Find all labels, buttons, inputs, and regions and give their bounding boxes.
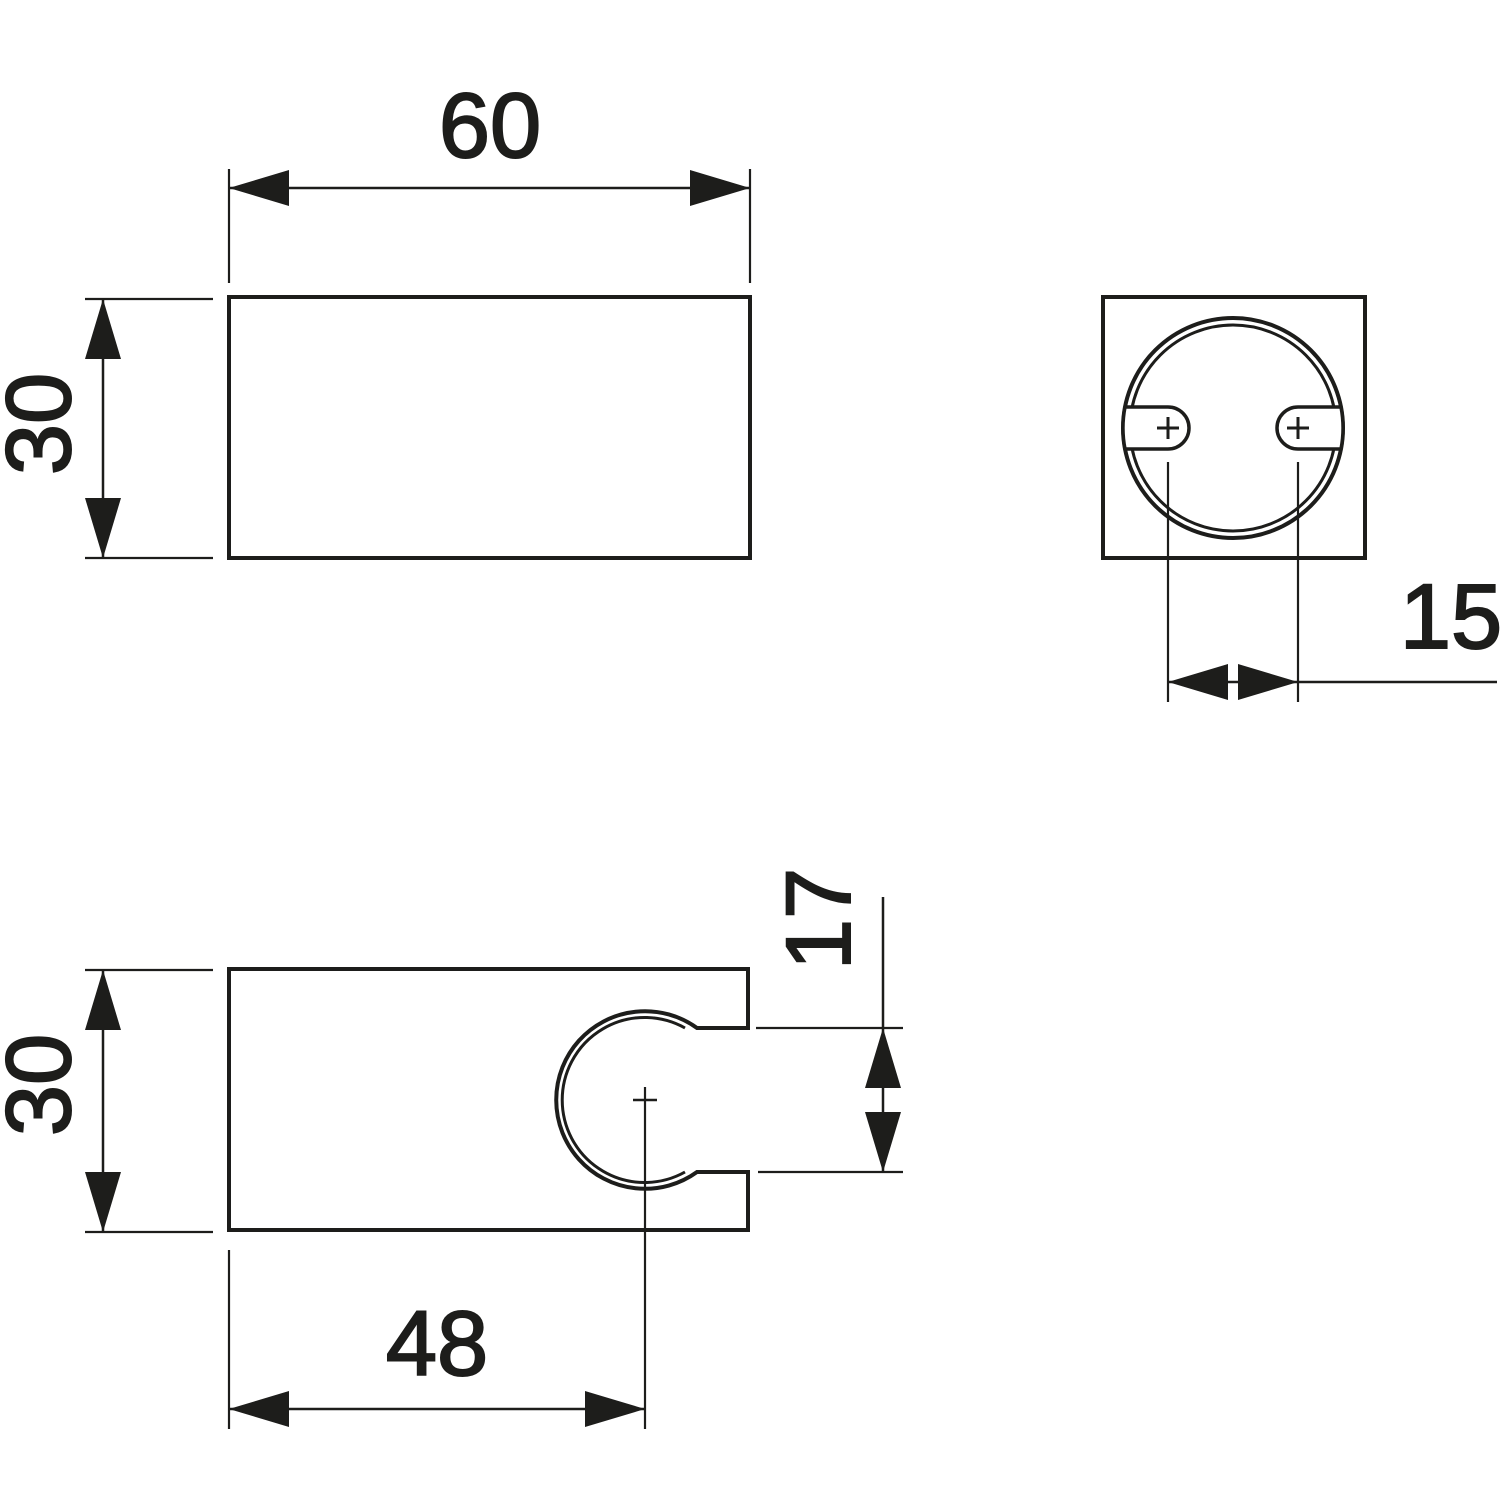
arrowhead-down-icon	[85, 498, 121, 558]
front-view	[227, 295, 752, 560]
dimension-hole-spacing-15: 15	[1166, 462, 1500, 702]
dimension-label-hole-spacing: 15	[1400, 566, 1500, 668]
center-mark-cup	[633, 1087, 657, 1429]
arrowhead-up-icon	[85, 299, 121, 359]
dimension-side-height-30: 30	[0, 968, 213, 1234]
arrowhead-left-icon	[229, 170, 289, 206]
dimension-label-side-height: 30	[0, 1034, 90, 1136]
center-mark-left-hole	[1157, 417, 1179, 439]
arrowhead-left-icon	[229, 1391, 289, 1427]
arrowhead-up-icon	[865, 1028, 901, 1088]
dimension-label-front-height: 30	[0, 373, 90, 475]
screw-slot-right	[1275, 405, 1345, 451]
dimension-cup-center-48: 48	[227, 1250, 645, 1429]
side-view	[227, 967, 750, 1429]
dimension-label-cup-center: 48	[386, 1293, 488, 1395]
arrowhead-down-icon	[865, 1112, 901, 1172]
arrowhead-right-icon	[1238, 664, 1298, 700]
side-view-body-outline	[227, 967, 750, 1232]
arrowhead-right-icon	[690, 170, 750, 206]
arrowhead-right-icon	[585, 1391, 645, 1427]
front-view-body-outline	[227, 295, 752, 560]
arrowhead-down-icon	[85, 1172, 121, 1232]
dimension-label-cup-opening: 17	[768, 868, 870, 970]
cup-inner-wall-arc	[560, 1016, 686, 1184]
back-view	[1101, 295, 1367, 560]
center-mark-right-hole	[1287, 417, 1309, 439]
dimension-cup-opening-17: 17	[756, 867, 903, 1174]
arrowhead-left-icon	[1168, 664, 1228, 700]
screw-slot-left	[1121, 405, 1191, 451]
dimension-label-width: 60	[439, 75, 541, 177]
arrowhead-up-icon	[85, 970, 121, 1030]
dimension-front-height-30: 30	[0, 297, 213, 560]
dimension-width-60: 60	[227, 74, 752, 283]
